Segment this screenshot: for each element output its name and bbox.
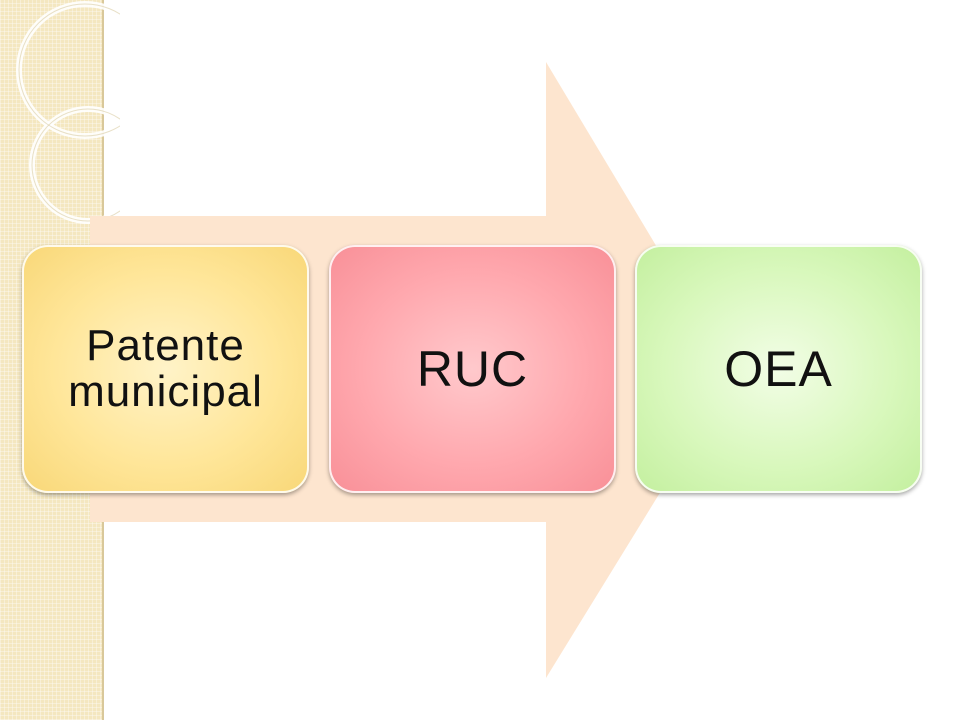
decorative-rings [16,1,120,224]
step-label-1: Patente municipal [68,320,263,416]
step-box-2: RUC [329,245,616,493]
step-box-1: Patente municipal [22,245,309,493]
step-label-2: RUC [416,340,529,397]
step-label-3: OEA [724,340,833,397]
step-box-3: OEA [635,245,922,493]
